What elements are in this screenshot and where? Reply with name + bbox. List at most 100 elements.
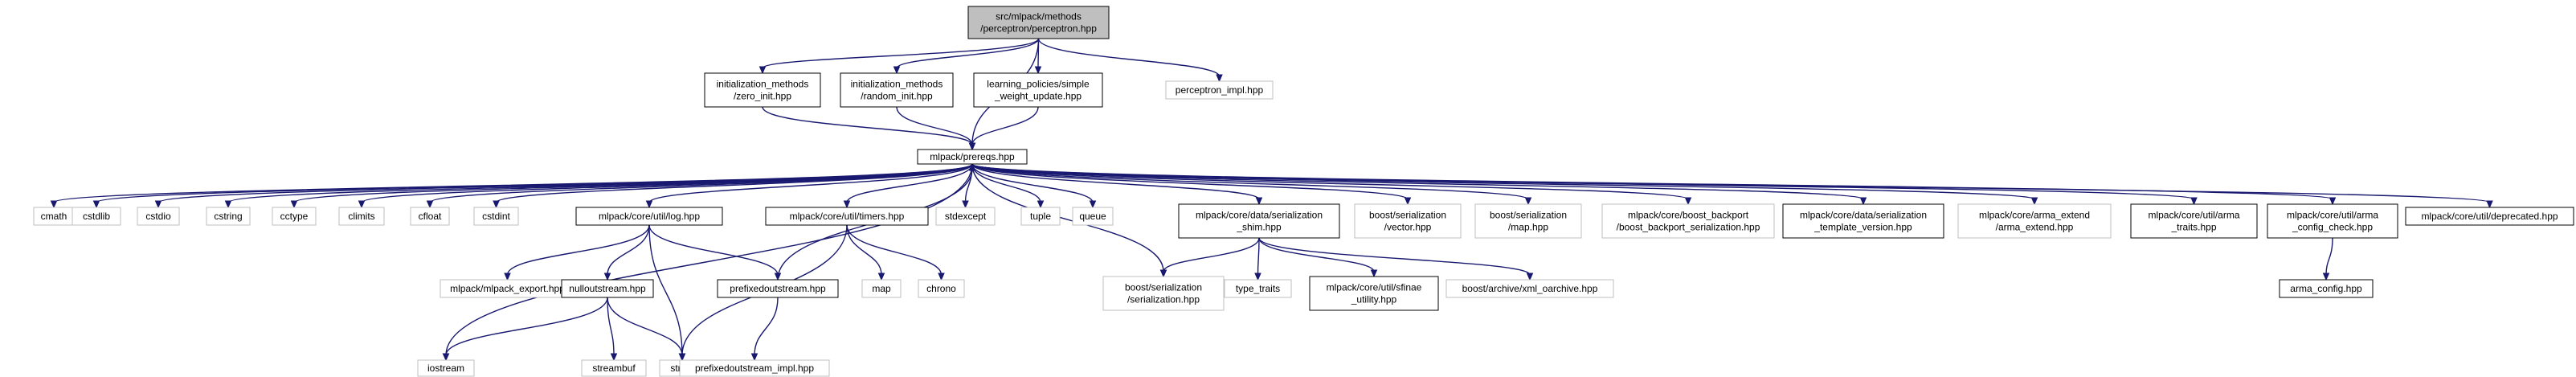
node-label: /serialization.hpp <box>1127 294 1200 305</box>
node-label: mlpack/prereqs.hpp <box>930 151 1015 162</box>
node-zero-init[interactable]: initialization_methods/zero_init.hpp <box>704 72 821 108</box>
edge-prereqs-to-boost_serialization <box>971 163 1164 273</box>
node-box <box>1178 203 1340 239</box>
node-arma-traits[interactable]: mlpack/core/util/arma_traits.hpp <box>2130 203 2258 239</box>
arrowhead-serialization_shim-to-xml_oarchive <box>1526 273 1534 281</box>
node-log[interactable]: mlpack/core/util/log.hpp <box>575 207 723 226</box>
node-boost-backport: mlpack/core/boost_backport/boost_backpor… <box>1601 203 1775 239</box>
node-label: stdexcept <box>945 211 987 222</box>
arrowhead-prereqs-to-cfloat <box>426 200 434 209</box>
node-random-init[interactable]: initialization_methods/random_init.hpp <box>840 72 954 108</box>
node-label: cstdlib <box>83 211 110 222</box>
node-timers[interactable]: mlpack/core/util/timers.hpp <box>765 207 929 226</box>
edge-prefixedoutstream-to-prefixedoutstream_impl <box>754 297 779 356</box>
arrowhead-serialization_shim-to-sfinae_utility <box>1370 269 1378 278</box>
node-label: mlpack/core/boost_backport <box>1628 210 1749 221</box>
node-label: boost/serialization <box>1125 282 1202 293</box>
arrowhead-prereqs-to-cmath <box>50 200 58 209</box>
node-label: mlpack/core/util/arma <box>2287 210 2378 221</box>
node-arma-config[interactable]: arma_config.hpp <box>2279 279 2374 298</box>
node-box <box>206 207 251 226</box>
node-boost-vector: boost/serialization/vector.hpp <box>1354 203 1462 239</box>
node-box <box>973 72 1103 108</box>
edge-prereqs-to-serialization_template <box>971 163 1864 200</box>
arrowhead-prereqs-to-cstdlib <box>92 200 100 209</box>
edge-zero_init-to-prereqs <box>762 106 973 145</box>
node-label: mlpack/core/arma_extend <box>1979 210 2090 221</box>
edge-prereqs-to-boost_vector <box>971 163 1409 200</box>
node-label: mlpack/core/util/timers.hpp <box>790 211 905 222</box>
node-prefixedoutstream[interactable]: prefixedoutstream.hpp <box>717 279 839 298</box>
node-label: streambuf <box>592 363 636 374</box>
node-root: src/mlpack/methods/perceptron/perceptron… <box>967 6 1110 39</box>
edge-prereqs-to-timers <box>846 163 973 203</box>
node-simple-weight-update[interactable]: learning_policies/simple_weight_update.h… <box>973 72 1103 108</box>
edge-serialization_shim-to-type_traits <box>1257 237 1260 276</box>
edge-prereqs-to-queue <box>971 163 1094 203</box>
node-label: cfloat <box>419 211 442 222</box>
node-serialization-template[interactable]: mlpack/core/data/serialization_template_… <box>1782 203 1944 239</box>
node-label: type_traits <box>1236 283 1280 294</box>
arrowhead-serialization_shim-to-boost_serialization <box>1159 269 1167 278</box>
node-box <box>2405 207 2574 226</box>
node-box <box>1072 207 1114 226</box>
arrowhead-prereqs-to-climits <box>358 200 366 209</box>
node-label: queue <box>1079 211 1106 222</box>
node-arma-config-check[interactable]: mlpack/core/util/arma_config_check.hpp <box>2267 203 2398 239</box>
node-label: /zero_init.hpp <box>734 91 791 102</box>
node-box <box>918 279 965 298</box>
arrowhead-prereqs-to-boost_vector <box>1404 197 1412 206</box>
node-box <box>1224 279 1292 298</box>
node-sfinae-utility[interactable]: mlpack/core/util/sfinae_utility.hpp <box>1309 276 1439 311</box>
arrowhead-root-to-perceptron_impl <box>1216 74 1223 83</box>
node-label: cstdio <box>145 211 171 222</box>
arrowhead-prereqs-to-boost_map <box>1524 197 1532 206</box>
arrowhead-prereqs-to-cstdint <box>493 200 500 209</box>
node-queue: queue <box>1072 207 1114 226</box>
node-cfloat: cfloat <box>410 207 450 226</box>
node-deprecated[interactable]: mlpack/core/util/deprecated.hpp <box>2405 207 2574 226</box>
node-cstdlib: cstdlib <box>72 207 121 226</box>
arrowhead-log-to-nulloutstream <box>603 273 611 281</box>
node-box <box>338 207 385 226</box>
node-serialization-shim[interactable]: mlpack/core/data/serialization_shim.hpp <box>1178 203 1340 239</box>
arrowhead-prereqs-to-serialization_template <box>1859 197 1867 206</box>
node-box <box>935 207 996 226</box>
node-prereqs[interactable]: mlpack/prereqs.hpp <box>917 149 1028 165</box>
edge-root-to-perceptron_impl <box>1037 38 1221 77</box>
node-box <box>1445 279 1614 298</box>
node-boost-serialization: boost/serialization/serialization.hpp <box>1102 276 1225 311</box>
node-streambuf: streambuf <box>581 359 647 377</box>
edge-prereqs-to-serialization_shim <box>971 163 1260 200</box>
node-label: _config_check.hpp <box>2292 222 2373 233</box>
node-chrono: chrono <box>918 279 965 298</box>
arrowhead-prereqs-to-log <box>645 200 653 209</box>
node-prefixedoutstream-impl: prefixedoutstream_impl.hpp <box>679 359 830 377</box>
edge-prereqs-to-arma_extend <box>971 163 2035 200</box>
node-box <box>861 279 902 298</box>
node-label: mlpack/core/data/serialization <box>1196 210 1323 221</box>
arrowhead-prereqs-to-timers <box>843 200 851 209</box>
node-label: cstdint <box>482 211 510 222</box>
arrowhead-prereqs-to-queue <box>1089 200 1097 209</box>
node-map: map <box>861 279 902 298</box>
node-label: /arma_extend.hpp <box>1996 222 2074 233</box>
node-box <box>917 149 1028 165</box>
edge-prereqs-to-log <box>648 163 973 203</box>
edge-nulloutstream-to-string <box>607 297 683 356</box>
node-nulloutstream[interactable]: nulloutstream.hpp <box>561 279 654 298</box>
node-label: initialization_methods <box>851 79 943 90</box>
edge-log-to-nulloutstream <box>607 224 650 276</box>
node-box <box>2130 203 2258 239</box>
node-label: src/mlpack/methods <box>996 11 1082 23</box>
node-box <box>765 207 929 226</box>
arrowhead-timers-to-map <box>877 273 885 281</box>
node-stdexcept: stdexcept <box>935 207 996 226</box>
node-box <box>137 207 180 226</box>
edge-timers-to-chrono <box>846 224 942 276</box>
node-type-traits: type_traits <box>1224 279 1292 298</box>
node-label: perceptron_impl.hpp <box>1176 84 1264 96</box>
node-boost-map: boost/serialization/map.hpp <box>1474 203 1582 239</box>
node-label: /boost_backport_serialization.hpp <box>1617 222 1760 233</box>
node-box <box>1474 203 1582 239</box>
